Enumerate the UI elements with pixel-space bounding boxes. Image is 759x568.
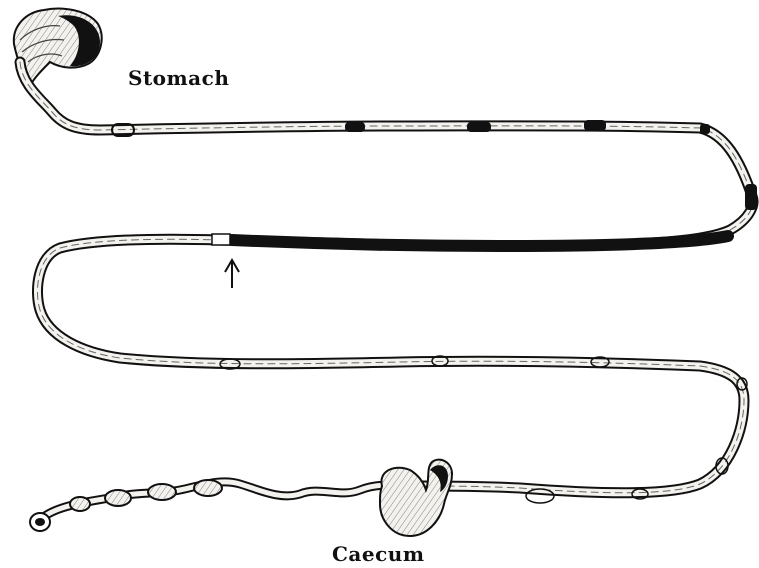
caecum-label: Caecum <box>332 542 424 566</box>
dark-contents-segment <box>232 236 728 246</box>
up-arrow-icon <box>225 260 239 288</box>
intestine-tube <box>20 62 753 493</box>
stomach-label: Stomach <box>128 66 229 90</box>
colon-tube <box>40 482 420 520</box>
caecum-shape <box>380 460 452 536</box>
tube-swellings <box>220 356 747 503</box>
dark-segments <box>112 120 757 210</box>
anus-end <box>30 513 50 531</box>
